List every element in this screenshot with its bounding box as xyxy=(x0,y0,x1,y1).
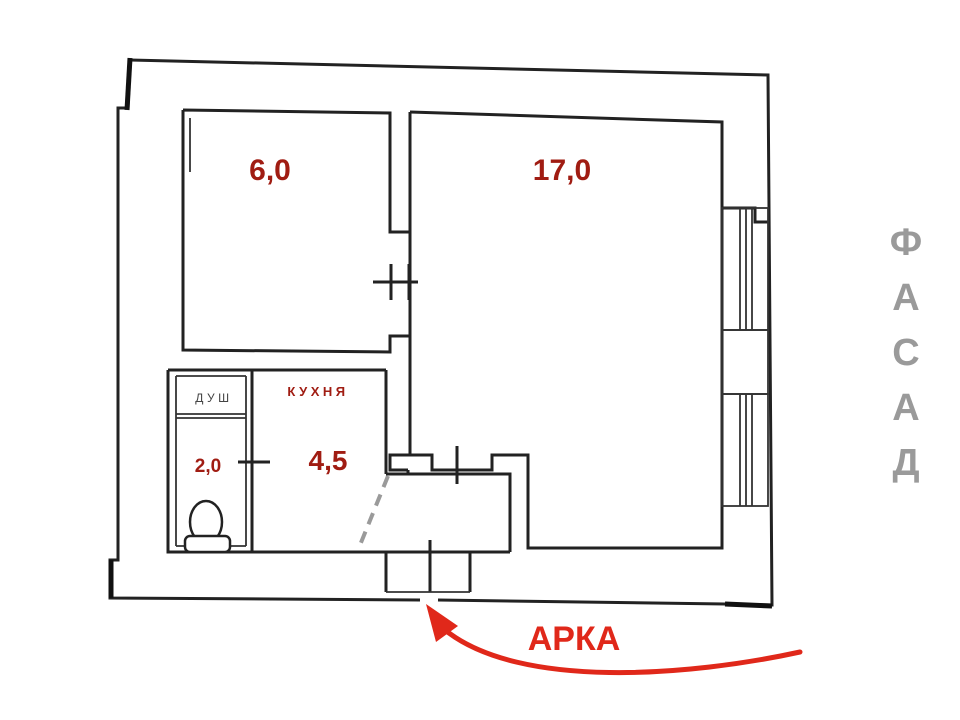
hall-walls xyxy=(356,370,512,593)
facade-letter: С xyxy=(892,332,919,374)
shower-title: ДУШ xyxy=(195,391,232,405)
facade-letter: Ф xyxy=(890,222,922,264)
door-small-large xyxy=(373,264,418,300)
room-small-area: 6,0 xyxy=(249,154,291,187)
outer-walls xyxy=(108,57,774,609)
kitchen-bath-walls xyxy=(166,368,510,554)
facade-label: Ф А С А Д xyxy=(890,222,922,484)
arch-arrow-icon xyxy=(426,604,803,675)
facade-letter: Д xyxy=(892,442,919,484)
facade-letter: А xyxy=(892,387,919,429)
room-small-walls xyxy=(181,108,412,354)
arch-label: АРКА xyxy=(528,620,621,658)
facade-letter: А xyxy=(892,277,919,319)
room-large-area: 17,0 xyxy=(533,154,591,187)
kitchen-area: 4,5 xyxy=(309,445,348,476)
bathroom-area: 2,0 xyxy=(195,456,221,477)
kitchen-title: КУХНЯ xyxy=(287,384,348,399)
toilet-icon xyxy=(183,499,232,554)
room-large-walls xyxy=(408,110,770,550)
